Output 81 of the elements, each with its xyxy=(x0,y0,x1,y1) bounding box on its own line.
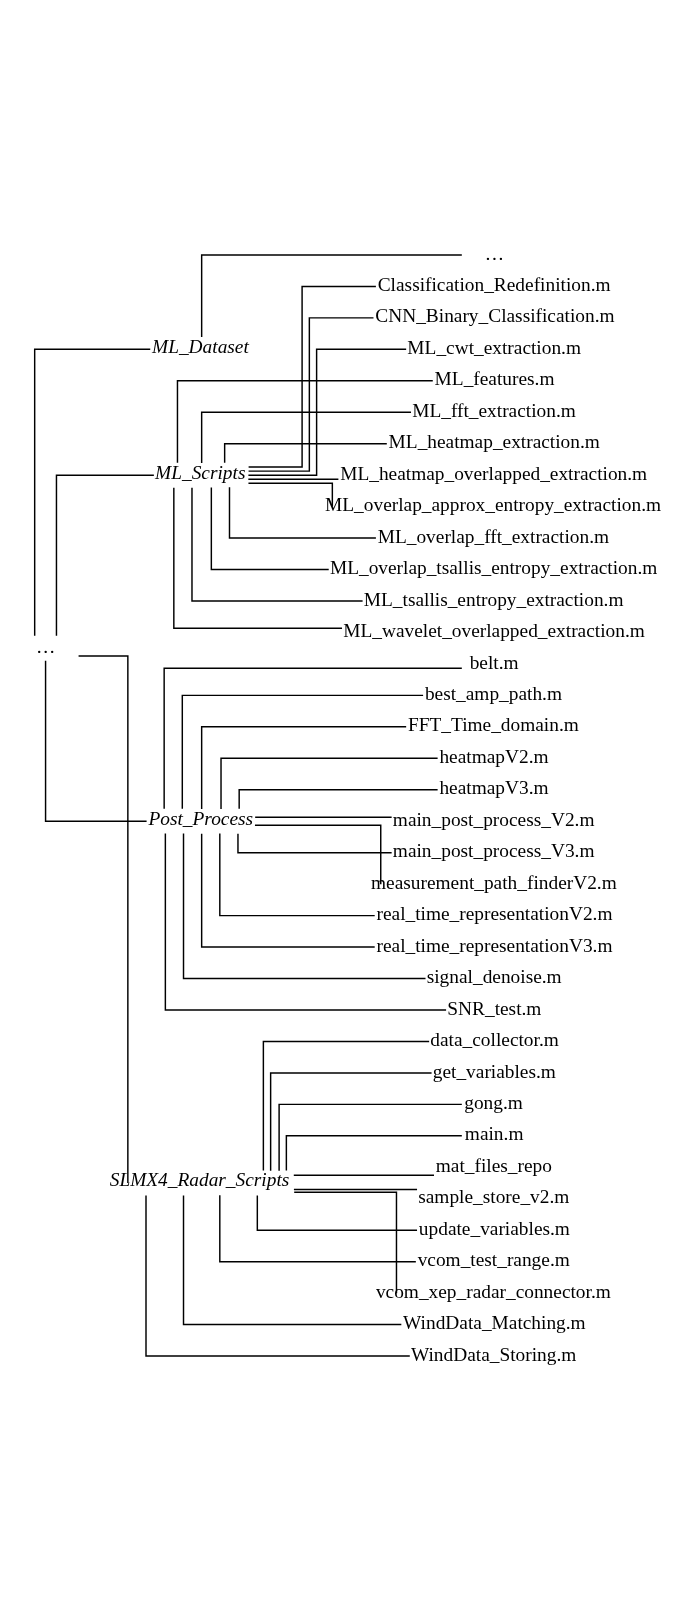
node-text: FFT_Time_domain.m xyxy=(407,714,579,736)
node-text: mat_files_repo xyxy=(435,1154,552,1176)
node-text: ML_heatmap_overlapped_extraction.m xyxy=(340,462,648,484)
node-text: CNN_Binary_Classification.m xyxy=(375,305,615,327)
connector xyxy=(210,486,330,571)
node-text: update_variables.m xyxy=(418,1217,570,1239)
node-text: SNR_test.m xyxy=(447,997,542,1019)
node-text: gong.m xyxy=(464,1091,523,1113)
node-text: Post_Process xyxy=(148,807,254,829)
connector xyxy=(247,478,340,480)
connector xyxy=(254,816,393,818)
node-text: ML_heatmap_extraction.m xyxy=(388,431,600,453)
node-text: ML_fft_extraction.m xyxy=(412,399,576,421)
connector xyxy=(269,1072,433,1172)
connector xyxy=(293,1191,398,1294)
node-text: real_time_representationV2.m xyxy=(376,903,613,925)
node-text: WindData_Matching.m xyxy=(403,1312,586,1334)
node-text: main.m xyxy=(464,1123,524,1145)
connector xyxy=(182,832,427,980)
node-text: ML_Scripts xyxy=(155,461,246,483)
connector xyxy=(200,254,463,338)
connector xyxy=(164,832,447,1011)
connector xyxy=(33,348,151,637)
node-text: ML_overlap_fft_extraction.m xyxy=(377,525,610,547)
connector xyxy=(223,442,388,464)
node-text: WindData_Storing.m xyxy=(411,1343,577,1365)
connector xyxy=(238,789,439,810)
connector xyxy=(247,285,377,468)
node-text: measurement_path_finderV2.m xyxy=(371,871,617,893)
connector xyxy=(247,482,334,508)
connector xyxy=(181,694,424,810)
connector xyxy=(182,1194,403,1326)
connector xyxy=(254,824,382,885)
connector xyxy=(285,1135,463,1172)
node-text: data_collector.m xyxy=(430,1029,559,1051)
node-text: main_post_process_V3.m xyxy=(392,840,595,862)
connector xyxy=(219,832,376,917)
node-text: ML_features.m xyxy=(434,368,555,390)
connector xyxy=(228,486,377,539)
connector xyxy=(200,833,376,948)
connector xyxy=(247,348,407,476)
node-text: ML_cwt_extraction.m xyxy=(407,336,582,358)
node-text: heatmapV3.m xyxy=(439,777,549,799)
node-text: ML_overlap_approx_entropy_extraction.m xyxy=(325,494,662,516)
connector xyxy=(220,757,439,810)
connector xyxy=(200,726,407,810)
connector xyxy=(173,486,343,629)
connector xyxy=(145,1194,411,1357)
connector xyxy=(163,667,463,810)
node-text: … xyxy=(484,242,505,264)
connector xyxy=(219,1194,417,1263)
node-text: ML_Dataset xyxy=(152,335,249,357)
node-text: vcom_xep_radar_connector.m xyxy=(375,1280,611,1302)
node-text: ML_tsallis_entropy_extraction.m xyxy=(363,588,624,610)
node-text: real_time_representationV3.m xyxy=(376,934,613,956)
connector xyxy=(278,1103,463,1172)
connector xyxy=(77,655,129,1184)
node-text: ML_overlap_tsallis_entropy_extraction.m xyxy=(329,557,658,579)
connector xyxy=(262,1040,430,1172)
node-text: main_post_process_V2.m xyxy=(392,808,595,830)
node-text: SLMX4_Radar_Scripts xyxy=(109,1169,290,1191)
connector xyxy=(293,1188,418,1191)
connector xyxy=(55,474,155,637)
connector xyxy=(293,1174,435,1176)
node-text: sample_store_v2.m xyxy=(418,1186,570,1208)
connector xyxy=(237,832,393,854)
connector xyxy=(176,380,434,464)
node-text: get_variables.m xyxy=(432,1060,556,1082)
node-text: Classification_Redefinition.m xyxy=(377,274,611,295)
node-text: belt.m xyxy=(469,651,519,673)
connector xyxy=(44,659,148,822)
node-text: ML_wavelet_overlapped_extraction.m xyxy=(343,620,645,642)
connector xyxy=(256,1194,418,1231)
node-text: signal_denoise.m xyxy=(426,966,562,988)
node-text: … xyxy=(35,635,56,657)
connector xyxy=(247,317,375,472)
connector xyxy=(191,486,364,602)
connector xyxy=(200,411,412,464)
node-text: vcom_test_range.m xyxy=(417,1249,570,1271)
node-text: heatmapV2.m xyxy=(439,745,549,767)
node-text: best_amp_path.m xyxy=(424,682,563,704)
